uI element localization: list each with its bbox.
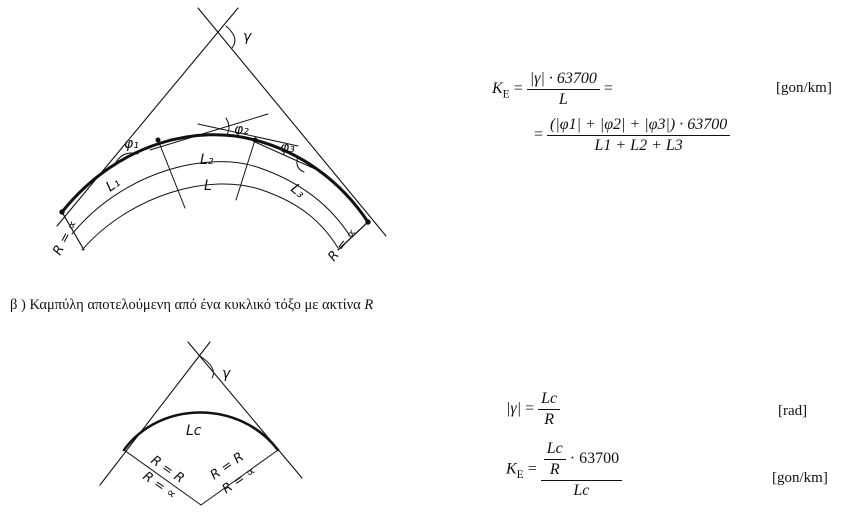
phi1-arc <box>115 152 139 163</box>
label-L2: L₂ <box>200 152 214 168</box>
formula-top-frac2: (|φ1| + |φ2| + |φ3|) · 63700 L1 + L2 + L… <box>547 116 731 155</box>
formula-top-den1: L <box>558 91 568 108</box>
caption-text: β ) Καμπύλη αποτελούμενη από ένα κυκλικό… <box>10 297 365 313</box>
tangent-left <box>56 7 239 227</box>
dot-end <box>365 219 371 225</box>
tangent-phi2b <box>197 123 299 147</box>
caption-var: R <box>364 297 374 313</box>
tangent-phi2 <box>149 113 269 151</box>
formula-top-num1: |γ| · 63700 <box>526 70 600 90</box>
dot-phi1 <box>155 137 161 143</box>
formula-top-line1: KE = |γ| · 63700 L = <box>492 70 613 109</box>
dot-start <box>59 209 65 215</box>
formula-gamma-rad: |γ| = Lc R <box>506 390 561 429</box>
inner-arc-2 <box>81 183 339 251</box>
phi2-arc <box>225 117 230 137</box>
formula-ke-inner-frac: Lc R <box>543 440 566 479</box>
label-R-right: R = ∝ <box>325 226 360 265</box>
formula-gamma-abs: |γ| <box>506 400 522 418</box>
formula-unit-rad: [rad] <box>778 403 808 419</box>
caption-beta: β ) Καμπύλη αποτελούμενη από ένα κυκλικό… <box>10 297 373 314</box>
formula-ke-factor: · 63700 <box>569 450 620 468</box>
label-L: L <box>204 178 212 194</box>
formula-ke-num: Lc R · 63700 <box>540 440 623 481</box>
tangent-left-bottom <box>99 341 211 486</box>
formula-top-lhs: K <box>492 80 503 98</box>
formula-top-frac1: |γ| · 63700 L <box>526 70 600 109</box>
main-curve <box>60 133 370 224</box>
label-gamma-bottom: γ <box>222 366 231 382</box>
tangent-phi3 <box>254 141 323 173</box>
formula-top-lhs-sub: E <box>502 88 510 101</box>
formula-top-unit: [gon/km] <box>776 80 832 96</box>
arc-Lc <box>122 411 280 452</box>
formula-ke-lhs-sub: E <box>516 468 524 481</box>
formula-num-a: Lc <box>538 390 561 410</box>
label-gamma-top: γ <box>243 29 252 45</box>
inner-arc-1 <box>71 161 351 237</box>
formula-top-den2: L1 + L2 + L3 <box>594 137 683 154</box>
formula-ke-lhs: K <box>506 460 517 478</box>
formula-ke-frac: Lc R · 63700 Lc <box>540 440 623 500</box>
formula-unit-gonkm: [gon/km] <box>772 470 828 486</box>
formula-ke-inner-num: Lc <box>543 440 566 460</box>
formula-ke-bottom: KE = Lc R · 63700 Lc <box>506 440 623 500</box>
tick-start <box>61 211 85 251</box>
label-phi1: φ₁ <box>124 136 139 152</box>
tangent-right <box>197 7 387 237</box>
formula-top-num2: (|φ1| + |φ2| + |φ3|) · 63700 <box>547 116 731 136</box>
gamma-arc-bottom <box>199 355 214 379</box>
gamma-arc <box>225 25 236 49</box>
label-phi3: φ₃ <box>280 140 295 156</box>
label-phi2: φ₂ <box>234 122 249 138</box>
dot-phi2 <box>252 137 258 143</box>
radius-left <box>123 449 202 506</box>
radius-right <box>200 449 279 506</box>
formula-ke-den: Lc <box>573 482 590 499</box>
phi3-arc <box>296 155 305 173</box>
label-L3: L₃ <box>287 181 308 202</box>
label-Lc: Lc <box>186 423 202 439</box>
formula-ke-inner-den: R <box>549 461 560 478</box>
formula-gamma-frac: Lc R <box>538 390 561 429</box>
tick-phi1 <box>157 139 186 209</box>
tick-phi2 <box>235 139 256 201</box>
formula-top-line2: = (|φ1| + |φ2| + |φ3|) · 63700 L1 + L2 +… <box>534 116 731 155</box>
tangent-right-bottom <box>187 341 303 479</box>
tick-end <box>337 221 369 251</box>
formula-den-a: R <box>544 411 555 428</box>
